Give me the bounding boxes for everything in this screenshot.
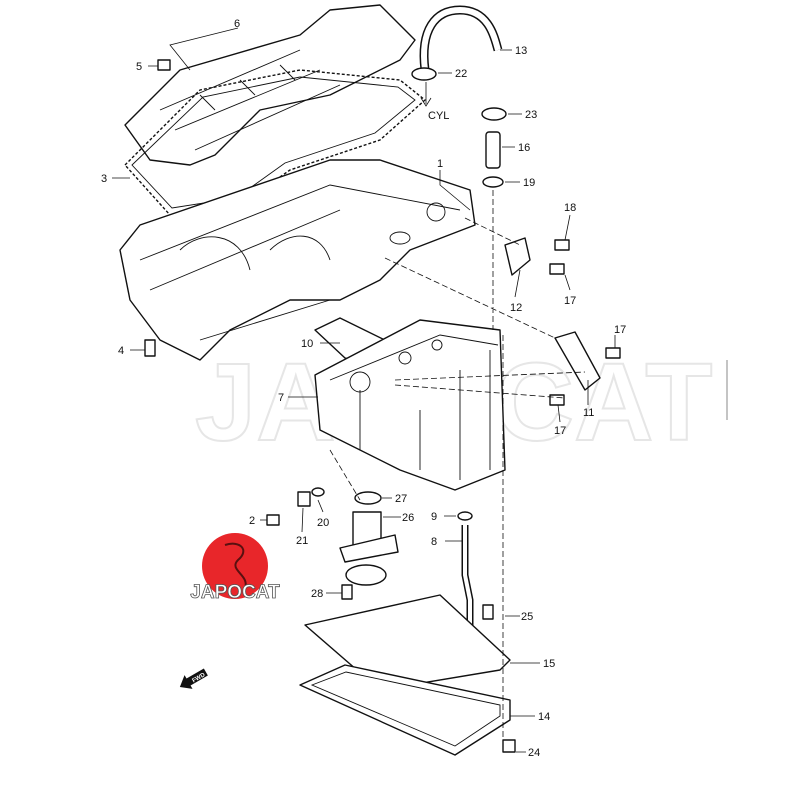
callout-6: 6 bbox=[234, 18, 240, 30]
callout-21: 21 bbox=[296, 535, 308, 547]
part-23-clamp bbox=[481, 107, 507, 121]
callout-4: 4 bbox=[118, 345, 124, 357]
part-6-cover bbox=[124, 4, 416, 166]
callout-23: 23 bbox=[525, 109, 537, 121]
callout-1: 1 bbox=[437, 158, 443, 170]
callout-16: 16 bbox=[518, 142, 530, 154]
callout-24: 24 bbox=[528, 747, 540, 759]
callout-14: 14 bbox=[538, 711, 550, 723]
callout-17b: 17 bbox=[614, 324, 626, 336]
callout-8: 8 bbox=[431, 536, 437, 548]
callout-7: 7 bbox=[278, 392, 284, 404]
part-9-o-ring bbox=[457, 511, 473, 521]
callout-19: 19 bbox=[523, 177, 535, 189]
callout-3: 3 bbox=[101, 173, 107, 185]
part-20-washer bbox=[311, 487, 325, 497]
callout-17c: 17 bbox=[554, 425, 566, 437]
part-27-o-ring bbox=[354, 491, 382, 505]
callout-2: 2 bbox=[249, 515, 255, 527]
callout-25: 25 bbox=[521, 611, 533, 623]
callout-15: 15 bbox=[543, 658, 555, 670]
japocat-logo: JAPOCAT bbox=[190, 533, 280, 603]
callout-28: 28 bbox=[311, 588, 323, 600]
logo-text: JAPOCAT bbox=[190, 582, 280, 603]
callout-26: 26 bbox=[402, 512, 414, 524]
callout-20: 20 bbox=[317, 517, 329, 529]
part-19-o-ring bbox=[482, 176, 504, 188]
callout-13: 13 bbox=[515, 45, 527, 57]
callout-11: 11 bbox=[583, 407, 594, 419]
part-26-strainer bbox=[339, 511, 399, 586]
part-16-union bbox=[485, 131, 501, 169]
fwd-arrow-icon: FWD bbox=[179, 668, 208, 689]
part-22-clamp bbox=[411, 67, 437, 81]
callout-5: 5 bbox=[136, 61, 142, 73]
part-12-bracket bbox=[504, 237, 531, 276]
callout-22: 22 bbox=[455, 68, 467, 80]
callout-18: 18 bbox=[564, 202, 576, 214]
callout-labels: 6 5 13 22 23 16 19 1 3 18 17 12 17 11 17… bbox=[101, 18, 626, 759]
callout-17a: 17 bbox=[564, 295, 576, 307]
callout-12: 12 bbox=[510, 302, 522, 314]
callout-10: 10 bbox=[301, 338, 313, 350]
callout-9: 9 bbox=[431, 511, 437, 523]
part-7-lower-case bbox=[314, 319, 506, 491]
part-1-oil-pan bbox=[119, 159, 476, 361]
cyl-label: CYL bbox=[428, 110, 449, 122]
part-14-gasket bbox=[299, 664, 511, 756]
callout-27: 27 bbox=[395, 493, 407, 505]
